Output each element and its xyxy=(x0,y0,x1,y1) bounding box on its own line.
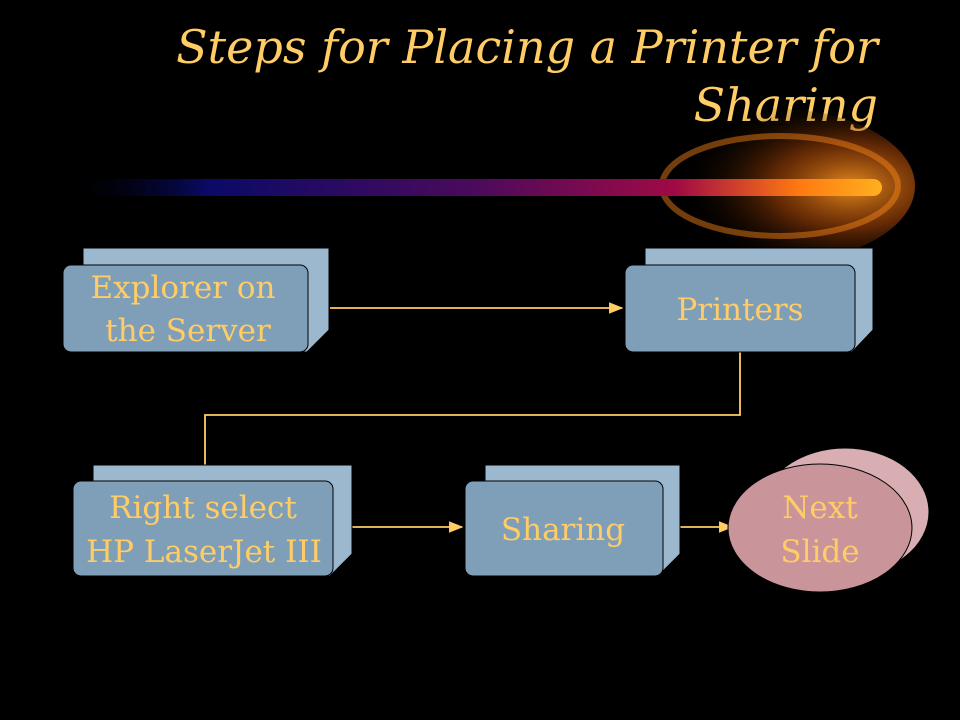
node-right-select-printer: Right select HP LaserJet III xyxy=(72,464,353,577)
comet-decoration xyxy=(60,108,915,264)
node-right-select-line-1: Right select xyxy=(109,490,297,526)
slide-title: Steps for Placing a Printer for Sharing xyxy=(58,18,878,134)
node-explorer-line-2: the Server xyxy=(105,313,271,349)
next-slide-button[interactable]: Next Slide xyxy=(727,447,930,593)
node-right-select-line-2: HP LaserJet III xyxy=(86,534,322,570)
node-sharing-label: Sharing xyxy=(501,512,625,548)
next-slide-line-2: Slide xyxy=(780,534,859,570)
node-printers-label: Printers xyxy=(676,292,803,328)
node-explorer-line-1: Explorer on xyxy=(90,270,275,306)
node-printers: Printers xyxy=(624,247,874,353)
node-explorer-on-server: Explorer on the Server xyxy=(62,247,330,353)
next-slide-line-1: Next xyxy=(782,490,858,526)
node-sharing: Sharing xyxy=(464,464,681,577)
title-line-1: Steps for Placing a Printer for xyxy=(176,20,878,74)
connector-printers-right-select xyxy=(199,352,741,480)
